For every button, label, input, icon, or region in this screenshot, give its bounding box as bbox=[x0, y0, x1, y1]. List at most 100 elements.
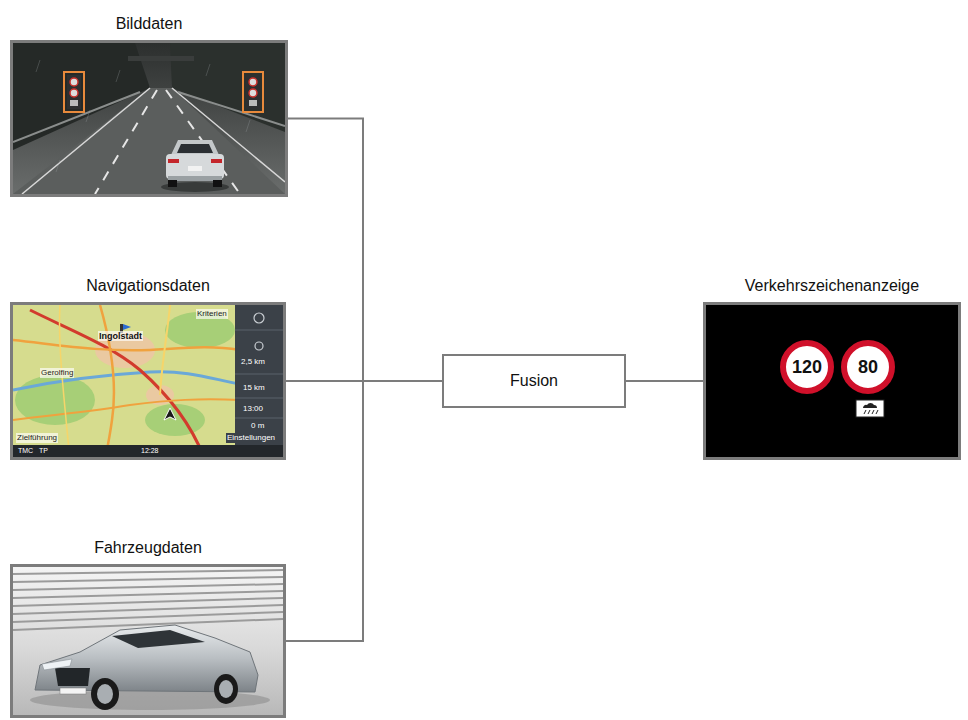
sign-display-shape bbox=[864, 410, 878, 414]
map-label: Zielführung bbox=[16, 433, 58, 443]
camera-image-shape bbox=[13, 43, 285, 194]
camera-image-shape bbox=[70, 89, 78, 97]
sign-display-shape-shape bbox=[872, 410, 874, 414]
navigation-map-shape bbox=[13, 399, 240, 420]
sign-display-shape bbox=[856, 400, 884, 417]
panel-heading: Verkehrszeichenanzeige bbox=[745, 276, 919, 296]
vehicle-photo-shape bbox=[97, 684, 113, 704]
camera-image-shape bbox=[177, 144, 213, 153]
vehicle-photo-shape-shape bbox=[13, 584, 283, 590]
vehicle-photo-shape bbox=[13, 570, 283, 630]
map-label: TP bbox=[38, 446, 49, 456]
camera-image-shape-shape bbox=[246, 120, 250, 132]
camera-image-shape-shape bbox=[56, 160, 60, 172]
process-box: Fusion bbox=[442, 354, 626, 408]
camera-image bbox=[13, 43, 285, 194]
vehicle-photo-shape-shape bbox=[13, 577, 283, 582]
connector-line bbox=[288, 119, 442, 382]
vehicle-photo-shape bbox=[91, 678, 119, 710]
camera-image-shape bbox=[70, 78, 78, 86]
connector-line bbox=[286, 380, 442, 382]
camera-image-shape bbox=[168, 180, 177, 187]
camera-image-shape bbox=[249, 89, 257, 97]
map-label: Kriterien bbox=[196, 309, 228, 319]
map-label: TMC bbox=[17, 446, 34, 456]
camera-image-shape bbox=[128, 56, 194, 61]
navigation-map-shape bbox=[13, 305, 283, 457]
sign-display bbox=[706, 305, 958, 457]
vehicle-photo-shape bbox=[13, 567, 283, 715]
camera-image-shape bbox=[249, 100, 257, 106]
camera-image-shape bbox=[188, 166, 202, 171]
vehicle-photo-shape bbox=[214, 674, 238, 704]
navigation-map-shape bbox=[254, 313, 264, 323]
sign-display-shape-shape bbox=[876, 410, 878, 414]
navigation-map-shape bbox=[13, 340, 240, 350]
navigation-map-shape bbox=[13, 445, 283, 457]
camera-image-shape bbox=[168, 159, 179, 163]
speed-limit-value: 80 bbox=[858, 357, 878, 377]
camera-image-shape bbox=[22, 88, 150, 194]
vehicle-photo-shape-shape bbox=[13, 591, 283, 598]
camera-image-shape bbox=[171, 140, 219, 155]
sign-display-shape bbox=[863, 403, 877, 408]
navigation-map-shape bbox=[235, 305, 283, 445]
input-panel: Bilddaten bbox=[10, 40, 288, 197]
vehicle-photo-shape bbox=[112, 630, 205, 648]
sign-display-shape bbox=[706, 305, 958, 457]
camera-image-shape bbox=[67, 75, 81, 109]
navigation-map-shape bbox=[164, 408, 176, 420]
map-label: Ingolstadt bbox=[98, 331, 143, 341]
connector-line bbox=[626, 380, 703, 382]
navigation-map-shape bbox=[160, 305, 170, 395]
process-label: Fusion bbox=[498, 371, 570, 391]
input-panel: Fahrzeugdaten bbox=[10, 564, 286, 718]
vehicle-photo-shape bbox=[60, 688, 86, 694]
vehicle-photo-shape-shape bbox=[13, 570, 283, 574]
map-label: Einstellungen bbox=[226, 433, 276, 443]
camera-image-shape bbox=[64, 72, 84, 112]
camera-image-shape bbox=[13, 88, 285, 194]
navigation-map-shape bbox=[235, 330, 283, 331]
camera-image-shape bbox=[70, 100, 78, 106]
camera-image-shape bbox=[166, 154, 224, 179]
vehicle-photo-shape bbox=[42, 659, 72, 670]
sign-display-shape bbox=[844, 343, 892, 391]
display-panel: Verkehrszeichenanzeige12080 bbox=[703, 302, 961, 460]
navigation-map-shape bbox=[123, 324, 131, 330]
camera-image-shape bbox=[172, 88, 285, 182]
speed-limit-value: 120 bbox=[792, 357, 822, 377]
vehicle-photo-shape bbox=[55, 668, 90, 686]
sign-display-shape-shape bbox=[864, 410, 866, 414]
vehicle-photo bbox=[13, 567, 283, 715]
camera-image-shape bbox=[246, 75, 260, 109]
camera-image-shape-shape bbox=[206, 64, 210, 76]
navigation-map-shape bbox=[255, 342, 263, 350]
navigation-map-shape bbox=[235, 398, 283, 399]
camera-image-shape bbox=[213, 180, 222, 187]
camera-image-shape-shape bbox=[86, 110, 90, 122]
map-label: 2,5 km bbox=[240, 357, 266, 367]
panel-heading: Navigationsdaten bbox=[86, 276, 210, 296]
map-label: Gerolfing bbox=[40, 368, 74, 378]
camera-image-shape bbox=[166, 90, 240, 194]
camera-image-shape-shape bbox=[36, 60, 40, 72]
connector-line bbox=[286, 381, 442, 641]
vehicle-photo-shape bbox=[219, 680, 233, 698]
navigation-map-shape bbox=[59, 305, 70, 457]
navigation-map bbox=[13, 305, 283, 457]
sign-display-shape-shape bbox=[868, 410, 870, 414]
vehicle-photo-shape-shape bbox=[13, 598, 283, 606]
camera-image-shape-shape bbox=[116, 70, 120, 82]
sign-display-shape bbox=[783, 343, 831, 391]
camera-image-shape bbox=[249, 78, 257, 86]
navigation-map-shape bbox=[235, 374, 283, 375]
map-label: 15 km bbox=[242, 383, 266, 393]
camera-image-shape bbox=[243, 72, 263, 112]
navigation-map-shape bbox=[100, 305, 114, 457]
navigation-map-shape bbox=[235, 418, 283, 419]
panel-heading: Bilddaten bbox=[116, 14, 183, 34]
camera-image-shape bbox=[178, 92, 285, 126]
map-label: 13:00 bbox=[242, 404, 264, 414]
map-label: 0 m bbox=[250, 421, 265, 431]
